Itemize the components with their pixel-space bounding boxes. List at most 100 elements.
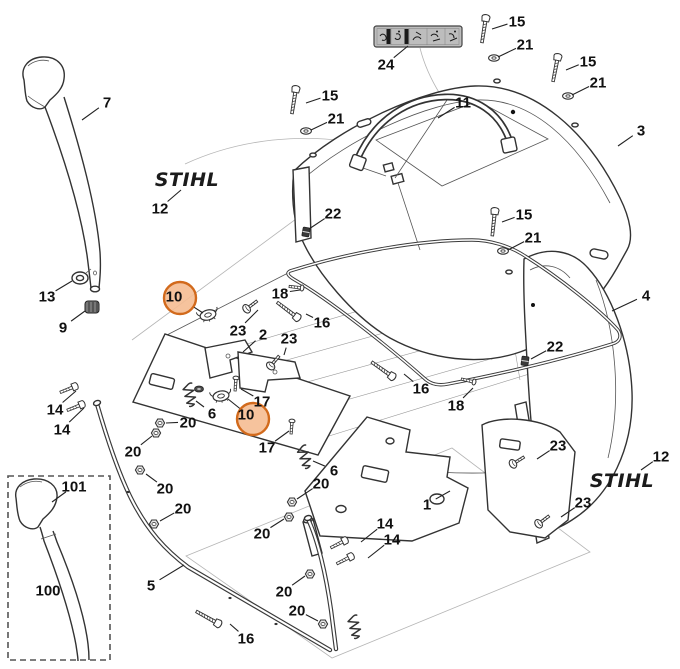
leader-line [270, 518, 285, 529]
part-number-3: 3 [637, 122, 645, 139]
part-number-15: 15 [516, 206, 533, 223]
part-number-22: 22 [547, 338, 564, 355]
part-number-20: 20 [125, 443, 142, 460]
part-number-21: 21 [590, 74, 607, 91]
bolt-23 [240, 296, 261, 316]
part-number-10: 10 [166, 288, 183, 305]
nut-20 [154, 418, 166, 428]
bushing [194, 385, 204, 393]
leader-line [242, 340, 256, 353]
part-number-16: 16 [413, 380, 430, 397]
part-number-20: 20 [313, 475, 330, 492]
leader-line [159, 564, 185, 581]
instruction-decal-part-24 [373, 25, 463, 48]
leader-line [530, 350, 547, 360]
leader-line [145, 473, 158, 483]
leader-line [565, 64, 579, 71]
handle-part-11 [348, 93, 518, 172]
part-number-16: 16 [238, 630, 255, 647]
leader-line [435, 490, 451, 500]
leader-line [571, 85, 590, 96]
leader-line [611, 298, 638, 312]
part-number-18: 18 [272, 285, 289, 302]
washer-21 [488, 54, 500, 62]
part-number-22: 22 [325, 205, 342, 222]
leader-line [193, 306, 204, 314]
part-number-12: 12 [653, 448, 670, 465]
leader-line [305, 614, 319, 622]
part-number-100: 100 [35, 582, 60, 599]
part-number-21: 21 [328, 110, 345, 127]
leader-line [165, 421, 179, 424]
highlight-circle [235, 401, 271, 437]
leader-line [159, 512, 175, 522]
leader-line [367, 544, 385, 559]
part-number-6: 6 [208, 405, 216, 422]
leader-line [70, 310, 86, 322]
leader-line [296, 488, 313, 500]
bolt-14 [65, 399, 87, 415]
nut-20 [283, 512, 295, 522]
leader-line [617, 135, 634, 147]
nut-20 [286, 497, 298, 507]
washer-21 [562, 92, 574, 100]
lever-part-7 [22, 56, 102, 293]
leader-line [312, 460, 326, 467]
leader-line [68, 407, 85, 423]
leader-line [51, 491, 67, 503]
frame-part-5 [92, 399, 339, 653]
part-number-20: 20 [276, 583, 293, 600]
part-number-7: 7 [103, 94, 111, 111]
spring-6 [346, 614, 364, 641]
leader-line [310, 121, 328, 131]
part-number-21: 21 [525, 229, 542, 246]
kit-dashed-border [7, 475, 111, 661]
leader-line [291, 575, 306, 586]
nut-20 [134, 465, 146, 475]
leader-line [462, 387, 474, 399]
nut-20 [150, 428, 162, 438]
leader-line [507, 241, 525, 251]
leader-line [308, 218, 325, 230]
stihl-logo-right: STIHL [590, 470, 654, 492]
part-number-9: 9 [59, 319, 67, 336]
service-kit-box [7, 475, 111, 662]
part-number-23: 23 [575, 494, 592, 511]
clip-22 [520, 355, 530, 367]
part-number-13: 13 [39, 288, 56, 305]
screw-16 [368, 358, 398, 383]
bag-rim-frame [286, 238, 622, 387]
part-number-20: 20 [180, 414, 197, 431]
leader-line [501, 216, 515, 223]
leader-line [240, 388, 254, 397]
part-number-15: 15 [580, 53, 597, 70]
part-number-23: 23 [281, 330, 298, 347]
part-number-4: 4 [642, 287, 651, 304]
part-number-20: 20 [289, 602, 306, 619]
leader-line [274, 430, 290, 442]
leader-line [195, 400, 205, 408]
hood-locating-dot [510, 109, 516, 115]
part-number-24: 24 [378, 56, 395, 73]
part-number-2: 2 [259, 326, 267, 343]
leader-line [360, 528, 378, 543]
part-number-6: 6 [330, 462, 338, 479]
part-number-23: 23 [230, 322, 247, 339]
part-number-15: 15 [322, 87, 339, 104]
part-number-14: 14 [54, 421, 71, 438]
highlight-circle [162, 280, 198, 316]
bag-rear-strut [481, 401, 576, 544]
left-bracket-part-2 [132, 333, 352, 456]
leader-line [536, 450, 550, 460]
leader-line [497, 47, 517, 58]
leader-line [393, 45, 409, 59]
nut-20 [148, 519, 160, 529]
part-number-20: 20 [254, 525, 271, 542]
bolt-14 [328, 535, 350, 552]
leader-line [437, 106, 455, 119]
panel-locating-dot [531, 303, 535, 307]
part-number-5: 5 [147, 577, 155, 594]
leader-line [62, 390, 77, 403]
part-number-17: 17 [254, 393, 271, 410]
